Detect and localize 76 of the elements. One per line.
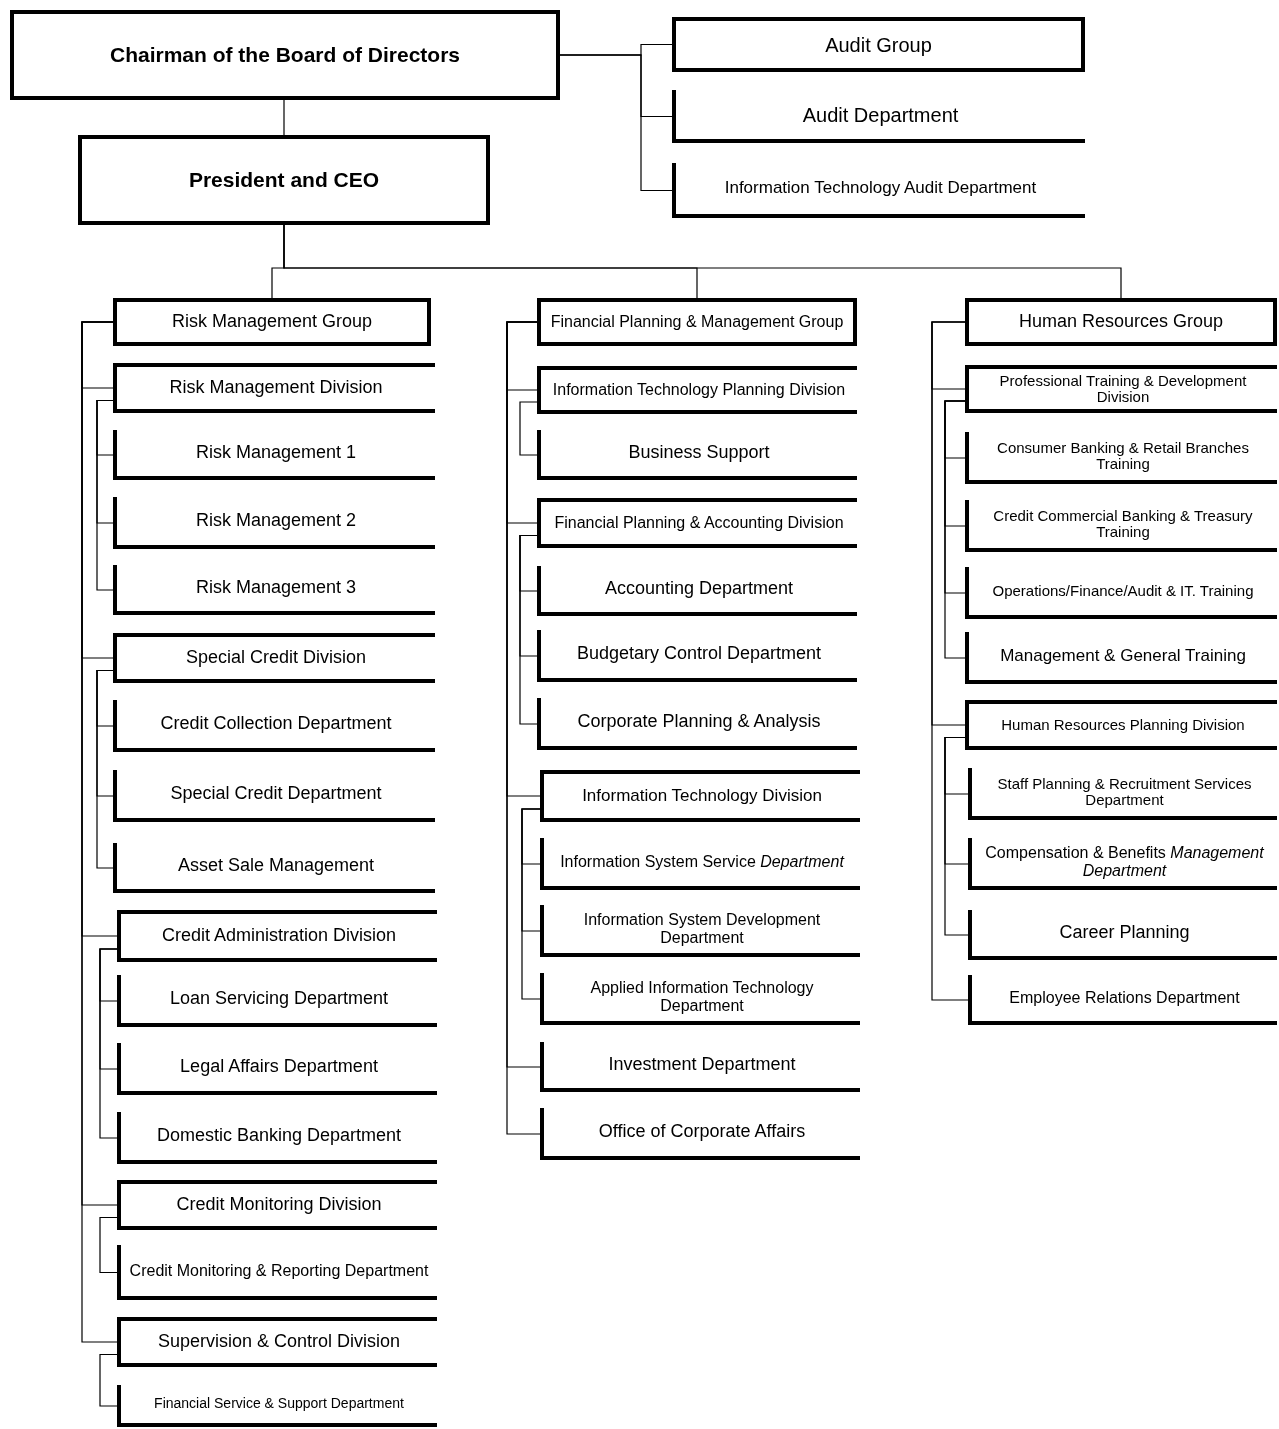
group-box <box>965 298 1277 346</box>
connector-line <box>931 321 969 1001</box>
connector-line <box>99 1216 118 1274</box>
node-label: Audit Group <box>825 33 932 56</box>
group-box <box>113 298 431 346</box>
node-label: Credit Commercial Banking & Treasury Training <box>992 507 1254 541</box>
node-label: Risk Management 2 <box>195 511 357 531</box>
node-label: Compensation & Benefits Management Department <box>984 844 1265 880</box>
node-label: Career Planning <box>1059 923 1190 943</box>
node-label: Human Resources Planning Division <box>1001 716 1245 734</box>
node-label: President and CEO <box>188 168 380 192</box>
division-box <box>117 1180 437 1230</box>
node-label: Credit Collection Department <box>160 714 392 734</box>
division-box <box>540 770 860 822</box>
division-box <box>113 633 435 683</box>
node-label: Legal Affairs Department <box>180 1057 378 1077</box>
node-label: Risk Management 1 <box>195 443 357 463</box>
connector-line <box>519 401 538 456</box>
node-label: Financial Service & Support Department <box>154 1396 404 1412</box>
division-box <box>117 910 437 962</box>
executive-box <box>78 135 490 225</box>
connector-line <box>519 534 538 725</box>
node-label: Corporate Planning & Analysis <box>577 712 821 732</box>
node-label: Investment Department <box>608 1055 796 1075</box>
node-label: Financial Planning & Accounting Division <box>554 514 844 532</box>
node-label: Information Technology Planning Division <box>552 381 846 399</box>
division-box <box>537 366 857 414</box>
division-box <box>537 498 857 548</box>
node-label: Chairman of the Board of Directors <box>109 43 461 67</box>
connector-line <box>521 808 541 1000</box>
node-label: Risk Management 3 <box>195 578 357 598</box>
connector-line <box>99 1353 118 1407</box>
division-box <box>113 363 435 413</box>
node-label: Consumer Banking & Retail Branches Training <box>996 439 1250 473</box>
node-label: Special Credit Division <box>185 648 367 668</box>
node-label: Special Credit Department <box>170 784 382 804</box>
node-label: Information Technology Division <box>582 786 822 806</box>
group-box <box>672 17 1085 72</box>
node-label: Audit Department <box>802 103 959 126</box>
node-label: Budgetary Control Department <box>576 644 822 664</box>
node-label: Loan Servicing Department <box>169 989 389 1009</box>
node-label: Information Technology Audit Department <box>724 179 1037 198</box>
group-box <box>537 298 857 346</box>
division-box <box>965 700 1277 750</box>
connector-line <box>559 54 673 192</box>
node-label: Management & General Training <box>1000 646 1246 666</box>
division-box <box>117 1317 437 1367</box>
node-label: Professional Training & Development Division <box>998 372 1248 406</box>
node-label: Employee Relations Department <box>1009 989 1240 1007</box>
connector-line <box>283 99 285 136</box>
node-label: Office of Corporate Affairs <box>598 1122 806 1142</box>
node-label: Supervision & Control Division <box>157 1332 401 1352</box>
node-label: Credit Administration Division <box>161 926 397 946</box>
node-label: Staff Planning & Recruitment Services Department <box>996 775 1253 809</box>
node-label: Financial Planning & Management Group <box>550 313 844 331</box>
node-label: Operations/Finance/Audit & IT. Training <box>992 582 1254 600</box>
node-label: Applied Information Technology Department <box>589 979 815 1015</box>
node-label: Credit Monitoring & Reporting Department <box>129 1261 429 1280</box>
node-label: Accounting Department <box>604 579 794 599</box>
connector-line <box>283 224 1122 299</box>
node-label: Asset Sale Management <box>177 856 375 876</box>
division-box <box>965 365 1277 413</box>
node-label: Information System Service Department <box>560 853 844 871</box>
connector-line <box>99 948 118 1139</box>
connector-line <box>944 736 969 936</box>
node-label: Information System Development Department <box>582 911 822 947</box>
node-label: Business Support <box>628 443 770 463</box>
connector-line <box>96 399 114 591</box>
node-label: Human Resources Group <box>1018 312 1224 332</box>
connector-line <box>96 669 114 869</box>
node-label: Risk Management Division <box>169 378 383 398</box>
node-label: Risk Management Group <box>171 312 373 332</box>
executive-box <box>10 10 560 100</box>
connector-line <box>944 400 966 659</box>
node-label: Domestic Banking Department <box>156 1126 402 1146</box>
node-label: Credit Monitoring Division <box>176 1195 382 1215</box>
